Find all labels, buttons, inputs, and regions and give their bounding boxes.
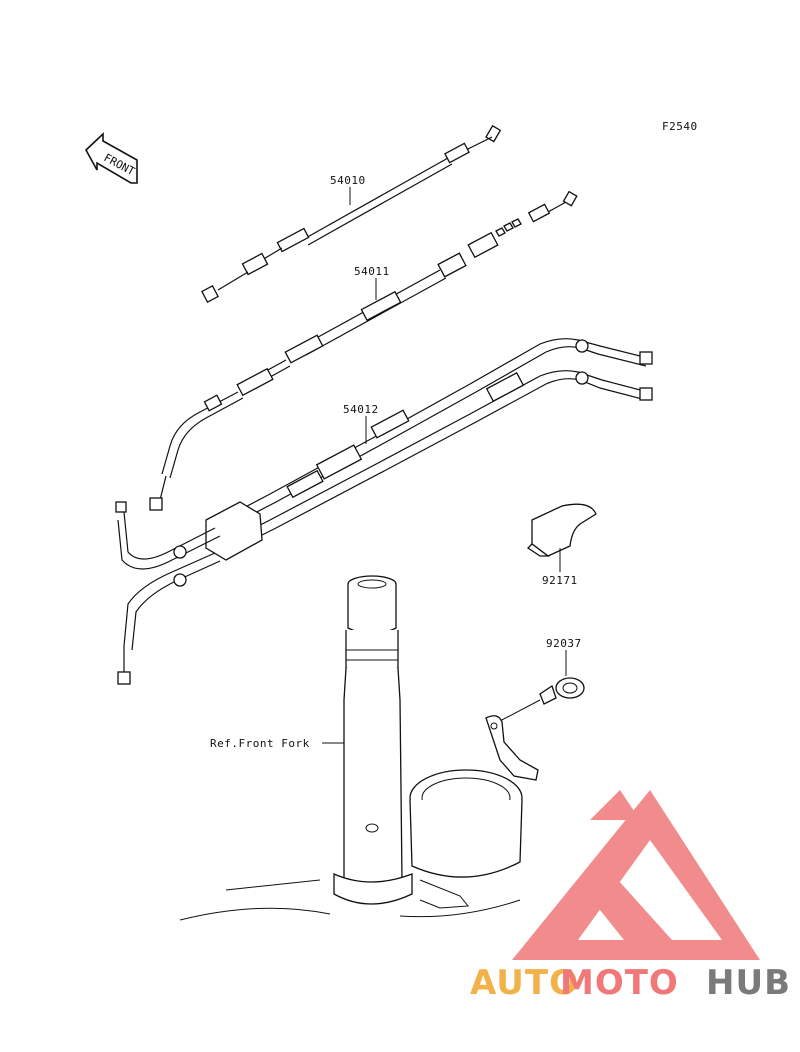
throttle-cable-54011 <box>149 190 578 511</box>
callout-92037: 92037 <box>546 637 582 650</box>
callout-54012: 54012 <box>343 403 379 416</box>
front-fork <box>333 575 413 905</box>
callout-92171: 92171 <box>542 574 578 587</box>
figure-code: F2540 <box>662 120 698 133</box>
watermark-hub: HUB <box>706 963 791 1003</box>
leader-92037b <box>497 699 541 723</box>
front-fork-ref: Ref.Front Fork <box>210 737 310 750</box>
frame-bracket <box>179 715 539 921</box>
callout-54010: 54010 <box>330 174 366 187</box>
callout-54011: 54011 <box>354 265 390 278</box>
front-arrow-icon: FRONT <box>85 132 138 184</box>
cable-clamp-92171 <box>526 503 597 557</box>
throttle-cable-54012 <box>115 338 653 685</box>
throttle-cable-54010 <box>201 124 502 303</box>
watermark-auto: AUTO <box>470 963 579 1003</box>
automotohub-logo-icon <box>512 790 760 960</box>
watermark-moto: MOTO <box>560 963 679 1003</box>
fitting-92037 <box>539 677 585 705</box>
